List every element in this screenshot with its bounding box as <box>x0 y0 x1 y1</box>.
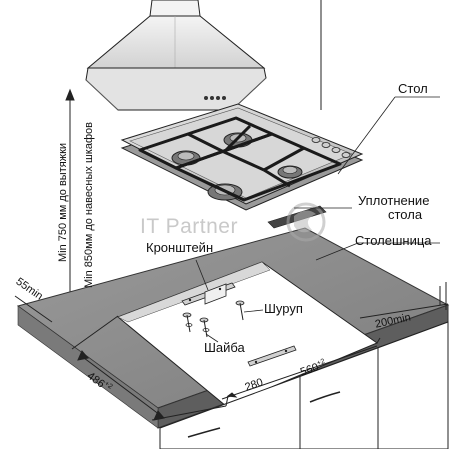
mounting-bracket <box>181 282 236 306</box>
countertop-side-edge <box>17 305 159 429</box>
watermark-logo <box>286 202 326 242</box>
watermark-text: IT Partner <box>140 215 238 238</box>
label-countertop: Столешница <box>355 233 432 248</box>
label-leaders <box>294 96 440 261</box>
washers <box>185 323 210 332</box>
label-table: Стол <box>398 81 428 96</box>
lower-cabinets <box>159 282 449 449</box>
screw-leader <box>243 309 264 313</box>
label-washer: Шайба <box>204 340 245 355</box>
label-bracket: Кронштейн <box>146 240 214 255</box>
spare-bracket <box>247 345 297 367</box>
label-hood-clearance: Min 750 мм до вытяжки <box>57 142 69 262</box>
label-seal-line1: Уплотнение <box>358 193 430 208</box>
dim-width-tolerance: +2 <box>316 358 326 368</box>
range-hood <box>85 0 267 111</box>
washer-leader <box>205 333 219 343</box>
pan-supports <box>138 116 342 202</box>
hood-control-buttons <box>204 96 226 100</box>
dimension-lines <box>14 295 449 421</box>
label-cabinet-clearance: Min 850мм до навесных шкафов <box>83 122 95 288</box>
gas-hob <box>120 103 364 211</box>
label-seal-line2: стола <box>388 207 423 222</box>
cabinet-handles <box>187 391 341 438</box>
label-screw: Шуруп <box>264 301 303 316</box>
bracket-leader <box>195 259 209 291</box>
cutout-inner-edge <box>117 261 271 323</box>
control-knobs <box>311 137 351 158</box>
